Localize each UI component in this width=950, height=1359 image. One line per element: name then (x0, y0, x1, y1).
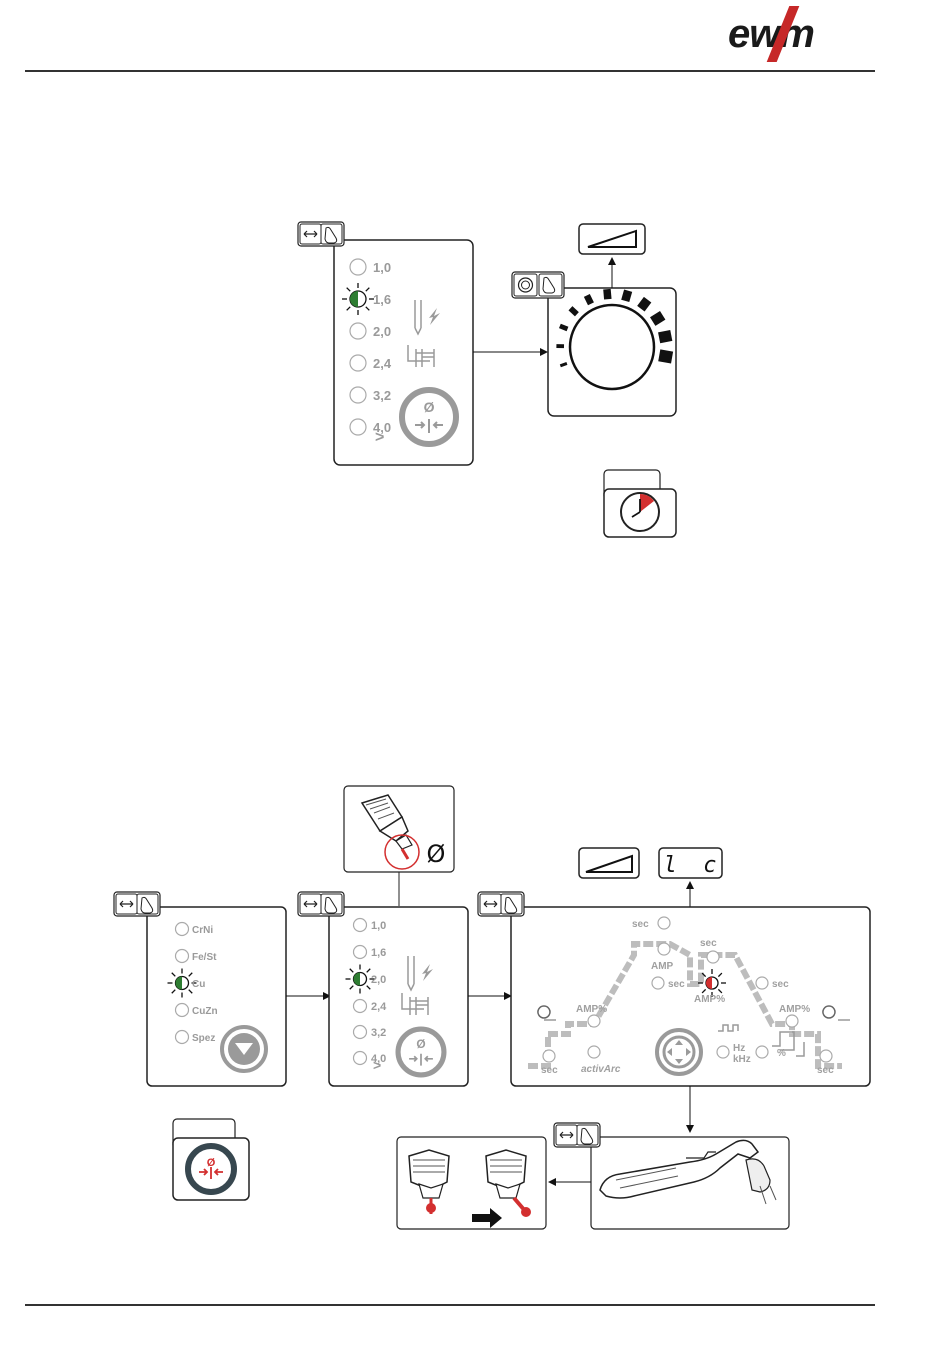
sequence-label-3: sec (668, 979, 685, 990)
knob-tick (587, 295, 591, 303)
top-diameter-panel: 1,01,62,02,43,24,0> (298, 222, 473, 465)
sequence-label-6: AMP% (576, 1004, 607, 1015)
knob-hand-button-icon[interactable] (512, 272, 564, 298)
diameter-label-3: 2,4 (373, 356, 392, 371)
bottom-diameter-panel: 1,01,62,02,43,24,0> (298, 892, 468, 1086)
knob-panel (512, 272, 676, 416)
diameter-label-1: 1,6 (373, 292, 391, 307)
torch-panel (554, 1123, 789, 1229)
diameter-label-b-more: > (373, 1057, 381, 1073)
material-led-3 (176, 1004, 189, 1017)
knob-tick (641, 300, 648, 309)
diameter-led-1 (342, 283, 374, 315)
material-label-4: Spez (192, 1033, 215, 1044)
diameter-label-b3: 2,4 (371, 1001, 387, 1013)
sequence-led-7 (786, 1015, 798, 1027)
diameter-led-2 (350, 323, 366, 339)
sequence-led-5 (756, 977, 768, 989)
sequence-led-10 (543, 1050, 555, 1062)
diameter-label-4: 3,2 (373, 388, 391, 403)
clock-icon (604, 470, 676, 537)
sequence-label-0: sec (632, 919, 649, 930)
knob-tick (560, 326, 568, 329)
nozzle-swap-panel (397, 1137, 546, 1229)
sequence-led-6 (588, 1015, 600, 1027)
sequence-hand-button-icon[interactable] (478, 892, 524, 916)
diameter-label-b0: 1,0 (371, 920, 386, 932)
sequence-led-0 (658, 917, 670, 929)
sequence-center-button-icon[interactable] (657, 1030, 701, 1074)
display-row: l c (579, 848, 722, 907)
diameter-led-b4 (354, 1026, 367, 1039)
diameter-led-4 (350, 387, 366, 403)
torch-hand-button-icon[interactable] (554, 1123, 600, 1147)
material-led-0 (176, 923, 189, 936)
ramp-display-icon (579, 224, 645, 254)
sequence-label-8: activArc (581, 1064, 621, 1075)
sequence-label-khz: kHz (733, 1054, 751, 1065)
material-down-button-icon[interactable] (222, 1027, 266, 1071)
material-hand-button-icon[interactable] (114, 892, 160, 916)
knob-tick (653, 315, 663, 321)
diameter-button-icon[interactable] (402, 390, 456, 444)
diameter-led-b3 (354, 1000, 367, 1013)
sequence-label-7: AMP% (779, 1004, 810, 1015)
material-label-0: CrNi (192, 925, 213, 936)
sequence-led-9 (717, 1046, 729, 1058)
diameter-led-0 (350, 259, 366, 275)
diameter-label-b1: 1,6 (371, 947, 386, 959)
diameter-label-b2: 2,0 (371, 974, 386, 986)
welding-sequence-panel: secAMPsecsecAMP%secAMP%AMP%activArcHzsec… (478, 892, 870, 1086)
material-label-1: Fe/St (192, 952, 217, 963)
sequence-led-4 (698, 969, 726, 997)
knob-tick (625, 291, 628, 301)
diameter-button-icon-2[interactable] (398, 1029, 444, 1075)
knob-tick (607, 289, 608, 299)
material-label-2: Cu (192, 979, 205, 990)
sequence-label-11: sec (817, 1065, 834, 1076)
diameter-led-b0 (354, 919, 367, 932)
nozzle-diameter-symbol: Ø (427, 840, 446, 868)
sequence-led-8 (588, 1046, 600, 1058)
sequence-label-1: AMP (651, 961, 674, 972)
material-label-3: CuZn (192, 1006, 218, 1017)
sequence-led-12 (756, 1046, 768, 1058)
sequence-label-2: sec (700, 938, 717, 949)
sequence-label-9: Hz (733, 1043, 745, 1054)
material-led-4 (176, 1031, 189, 1044)
display-readout: l c (664, 853, 717, 878)
knob-tick (659, 335, 671, 337)
diameter-label-2: 2,0 (373, 324, 391, 339)
sequence-led-2 (707, 951, 719, 963)
sequence-led-1 (658, 943, 670, 955)
sequence-label-4: AMP% (694, 994, 725, 1005)
sequence-label-5: sec (772, 979, 789, 990)
sequence-led-3 (652, 977, 664, 989)
diameter-hand-button-icon[interactable] (298, 892, 344, 916)
sequence-label-10: sec (541, 1065, 558, 1076)
select-hand-button-icon[interactable] (298, 222, 344, 246)
diameter-label-more: > (375, 429, 384, 446)
material-led-1 (176, 950, 189, 963)
sequence-led-11 (820, 1050, 832, 1062)
diameter-led-b1 (354, 946, 367, 959)
diameter-led-b5 (354, 1052, 367, 1065)
torch-nozzle-panel: Ø (344, 786, 454, 906)
diameter-label-0: 1,0 (373, 260, 391, 275)
reset-button-icon: Ø (173, 1119, 249, 1200)
diameter-led-3 (350, 355, 366, 371)
diameter-label-b4: 3,2 (371, 1027, 386, 1039)
knob-tick (659, 355, 672, 357)
diameter-led-5 (350, 419, 366, 435)
